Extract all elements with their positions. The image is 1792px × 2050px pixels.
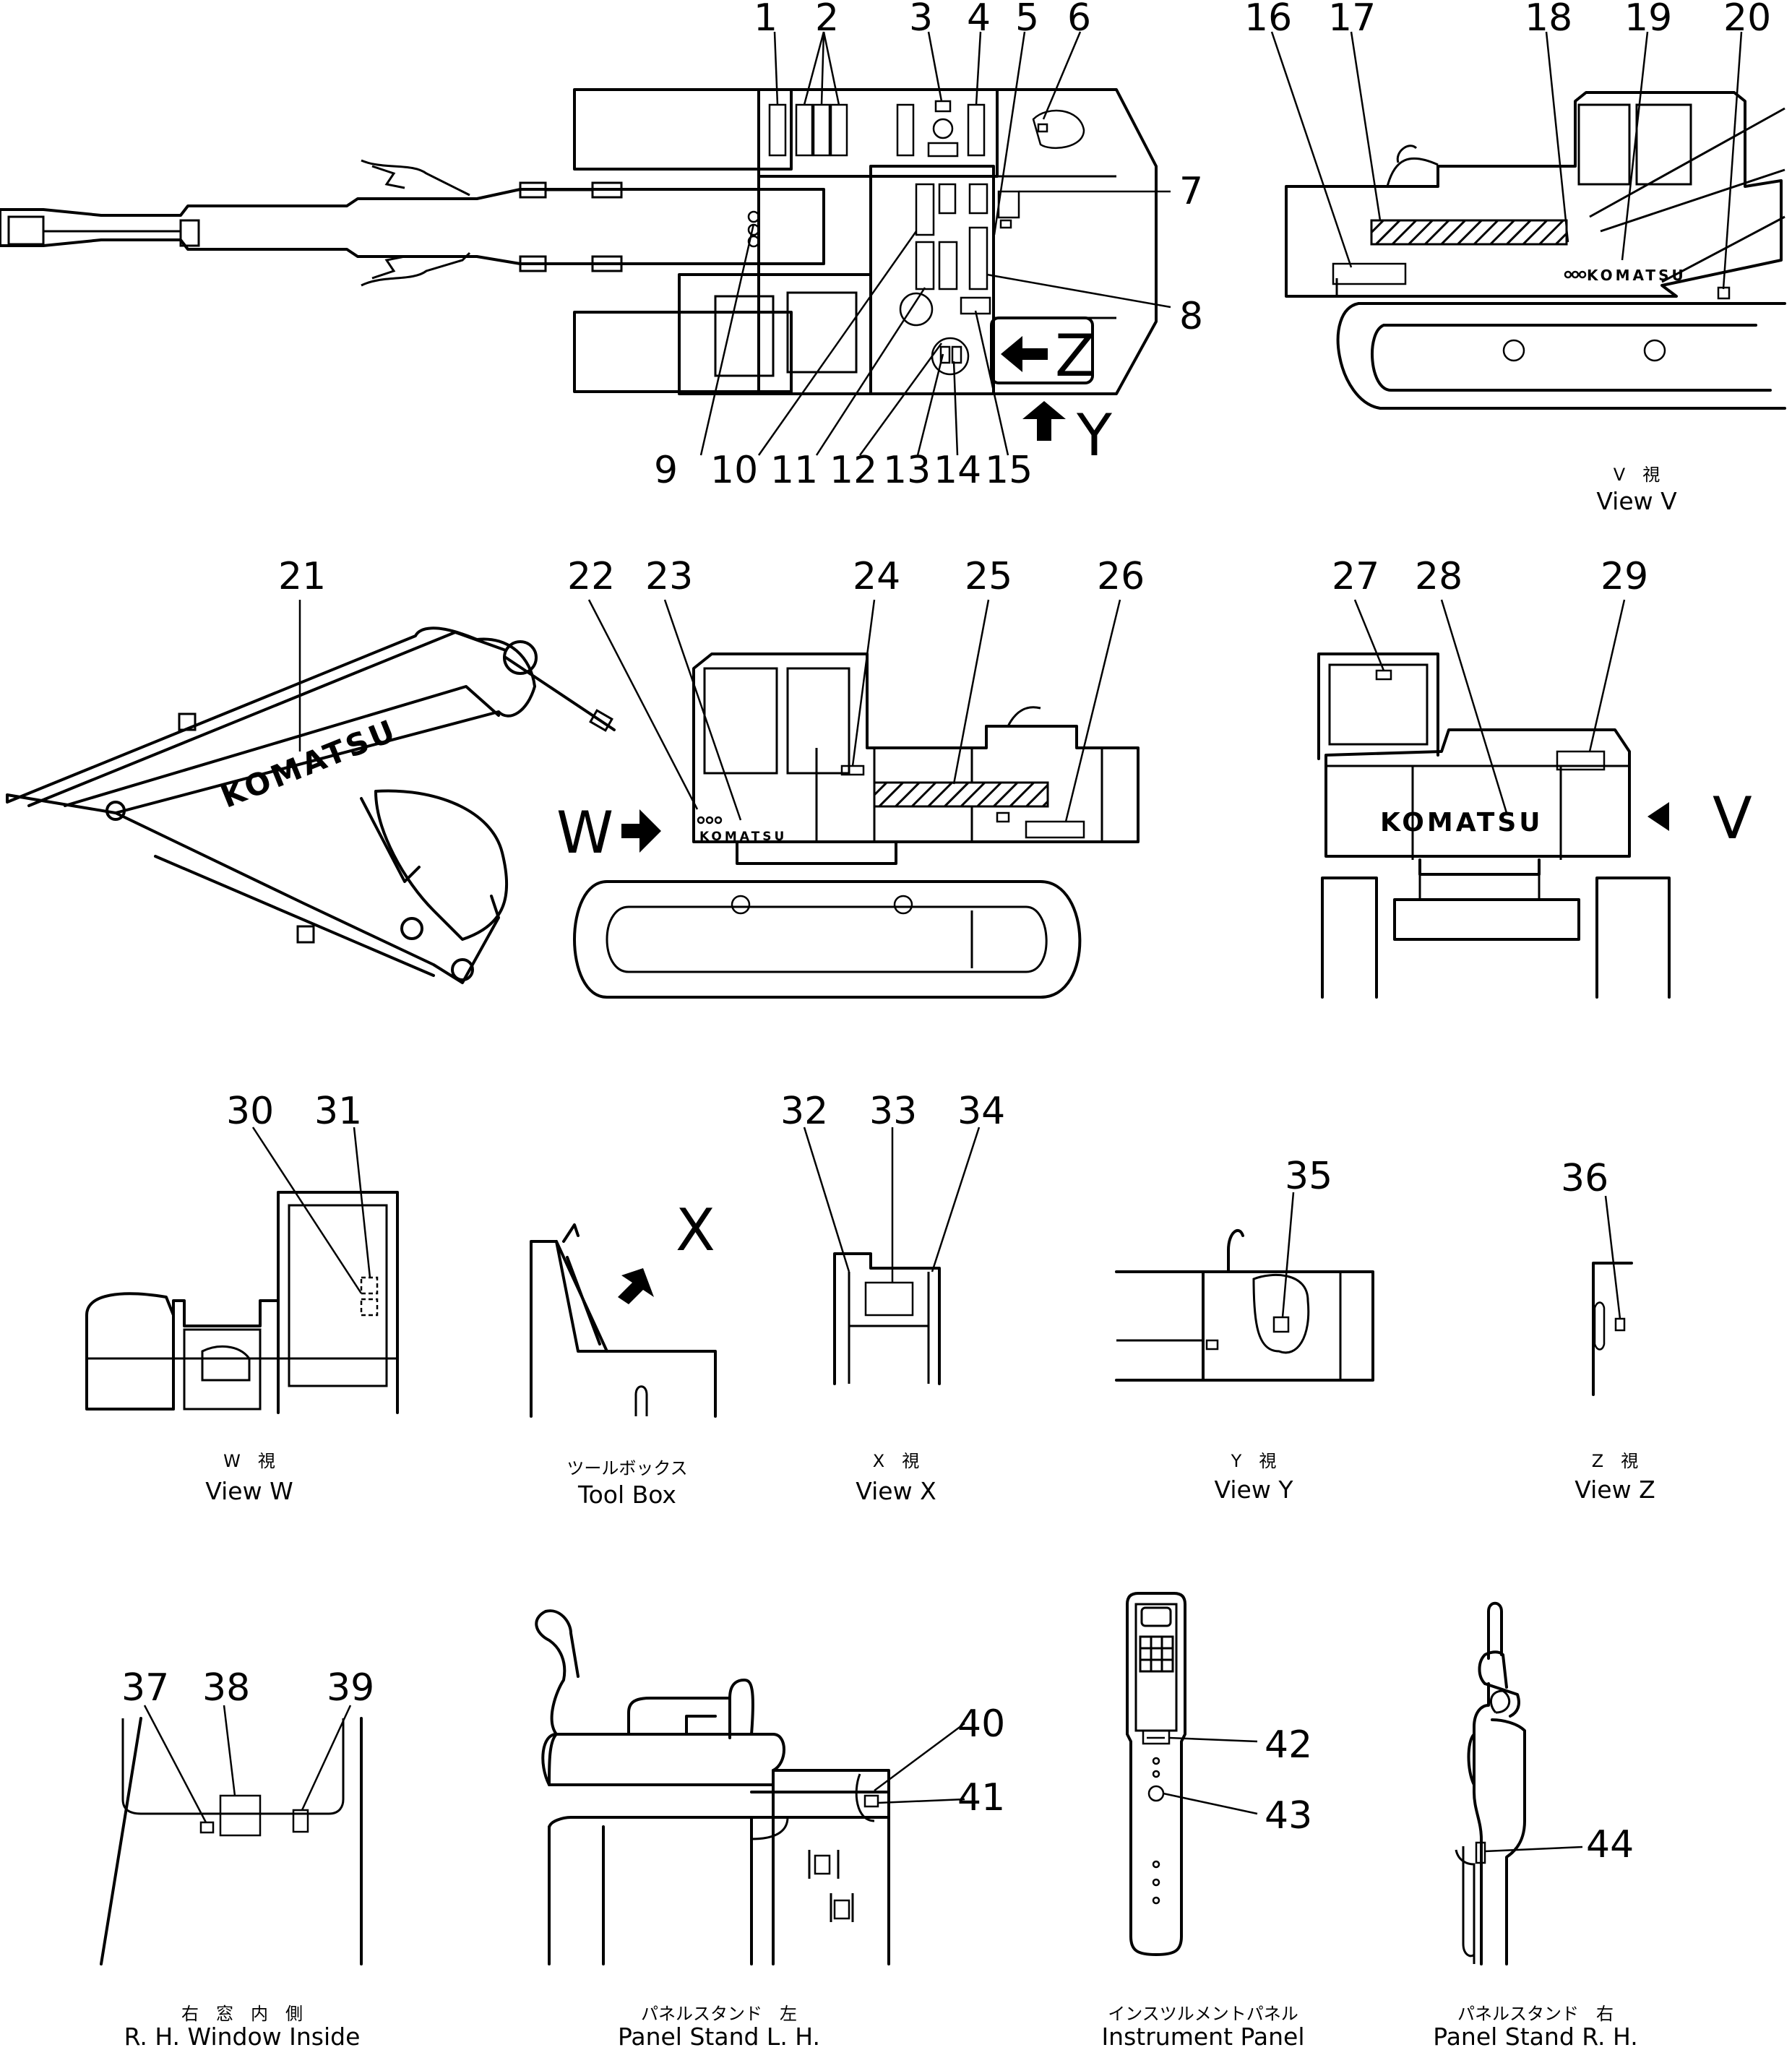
view-x-letter: X (676, 1197, 715, 1264)
callout-6: 6 (1067, 0, 1091, 40)
callout-35: 35 (1285, 1155, 1332, 1198)
callout-27: 27 (1332, 555, 1379, 598)
callout-8: 8 (1179, 295, 1203, 338)
callout-7: 7 (1179, 170, 1203, 213)
side-elevation-view: KOMATSU KOMATSU W (6, 599, 1140, 999)
callout-4: 4 (967, 0, 991, 40)
callout-21: 21 (278, 555, 326, 598)
callout-13: 13 (883, 449, 931, 492)
caption-rh-window: R. H. Window Inside (124, 2023, 361, 2050)
panel-stand-lh (535, 1609, 965, 1965)
callout-40: 40 (957, 1702, 1005, 1746)
callout-39: 39 (327, 1666, 374, 1710)
callout-20: 20 (1723, 0, 1771, 40)
callout-24: 24 (853, 555, 900, 598)
caption-view-x-jp: X 視 (873, 1451, 919, 1471)
callout-34: 34 (957, 1090, 1005, 1133)
caption-panel-stand-lh: Panel Stand L. H. (618, 2023, 820, 2050)
view-v-side: KOMATSU (1270, 31, 1786, 410)
callout-17: 17 (1328, 0, 1376, 40)
callout-11: 11 (770, 449, 818, 492)
caption-view-v: View V (1596, 487, 1677, 515)
callout-2: 2 (815, 0, 839, 40)
callout-18: 18 (1525, 0, 1572, 40)
view-z (1592, 1195, 1633, 1396)
panel-stand-rh (1455, 1601, 1583, 1965)
rh-window-inside (100, 1705, 363, 1965)
rear-view: KOMATSU V (1317, 599, 1752, 999)
instrument-panel (1126, 1592, 1258, 1956)
caption-view-w-jp: W 視 (223, 1451, 275, 1471)
callout-1: 1 (754, 0, 777, 40)
callout-16: 16 (1244, 0, 1292, 40)
view-w-letter: W (556, 799, 613, 866)
view-v-letter: V (1713, 785, 1752, 852)
caption-panel-stand-lh-jp: パネルスタンド 左 (641, 2004, 797, 2024)
callout-25: 25 (965, 555, 1012, 598)
boom-brand: KOMATSU (216, 712, 402, 815)
callout-15: 15 (985, 449, 1033, 492)
callout-43: 43 (1265, 1794, 1312, 1838)
caption-tool-box: Tool Box (577, 1481, 676, 1509)
callout-31: 31 (314, 1090, 362, 1133)
caption-view-z-jp: Z 視 (1592, 1451, 1638, 1471)
callout-numbers: 1 2 3 4 5 6 7 8 9 10 11 12 13 14 15 16 1… (121, 0, 1771, 1866)
callout-29: 29 (1601, 555, 1648, 598)
boom-arm-top (0, 188, 825, 265)
callout-26: 26 (1097, 555, 1145, 598)
view-z-letter: Z (1055, 322, 1095, 389)
caption-panel-stand-rh: Panel Stand R. H. (1433, 2023, 1637, 2050)
caption-instrument-panel-jp: インスツルメントパネル (1108, 2004, 1298, 2024)
caption-rh-window-jp: 右 窓 内 側 (181, 2004, 303, 2024)
callout-10: 10 (710, 449, 758, 492)
right-track-top (573, 311, 793, 393)
tool-box-view: X (530, 1197, 717, 1418)
callout-32: 32 (780, 1090, 828, 1133)
callout-33: 33 (869, 1090, 917, 1133)
callout-41: 41 (957, 1776, 1005, 1819)
top-plan-view: Z Y (0, 31, 1171, 469)
callout-23: 23 (645, 555, 693, 598)
view-y-letter: Y (1076, 402, 1113, 469)
side-brand-small: KOMATSU (699, 830, 787, 844)
caption-tool-box-jp: ツールボックス (567, 1458, 687, 1478)
rear-brand: KOMATSU (1380, 808, 1543, 837)
left-track-top (573, 88, 793, 171)
caption-panel-stand-rh-jp: パネルスタンド 右 (1457, 2004, 1614, 2024)
callout-5: 5 (1015, 0, 1039, 40)
caption-view-z: View Z (1575, 1476, 1655, 1504)
callout-22: 22 (567, 555, 615, 598)
caption-view-x: View X (856, 1477, 936, 1505)
callout-9: 9 (654, 449, 678, 492)
view-captions: V 視 View V W 視 View W ツールボックス Tool Box X… (124, 465, 1678, 2050)
view-v-brand-small: KOMATSU (1587, 267, 1687, 284)
view-w (85, 1127, 399, 1414)
caption-view-y: View Y (1215, 1476, 1294, 1504)
caption-view-v-jp: V 視 (1614, 465, 1660, 485)
caption-view-y-jp: Y 視 (1231, 1451, 1277, 1471)
callout-14: 14 (934, 449, 981, 492)
callout-42: 42 (1265, 1723, 1312, 1767)
callout-28: 28 (1415, 555, 1463, 598)
callout-12: 12 (830, 449, 877, 492)
callout-37: 37 (121, 1666, 169, 1710)
view-x (803, 1127, 981, 1385)
callout-44: 44 (1586, 1823, 1634, 1866)
view-y (1115, 1192, 1374, 1382)
callout-38: 38 (202, 1666, 250, 1710)
callout-19: 19 (1624, 0, 1672, 40)
callout-3: 3 (909, 0, 933, 40)
caption-instrument-panel: Instrument Panel (1101, 2023, 1304, 2050)
callout-30: 30 (226, 1090, 274, 1133)
callout-36: 36 (1561, 1157, 1608, 1200)
caption-view-w: View W (205, 1477, 293, 1505)
